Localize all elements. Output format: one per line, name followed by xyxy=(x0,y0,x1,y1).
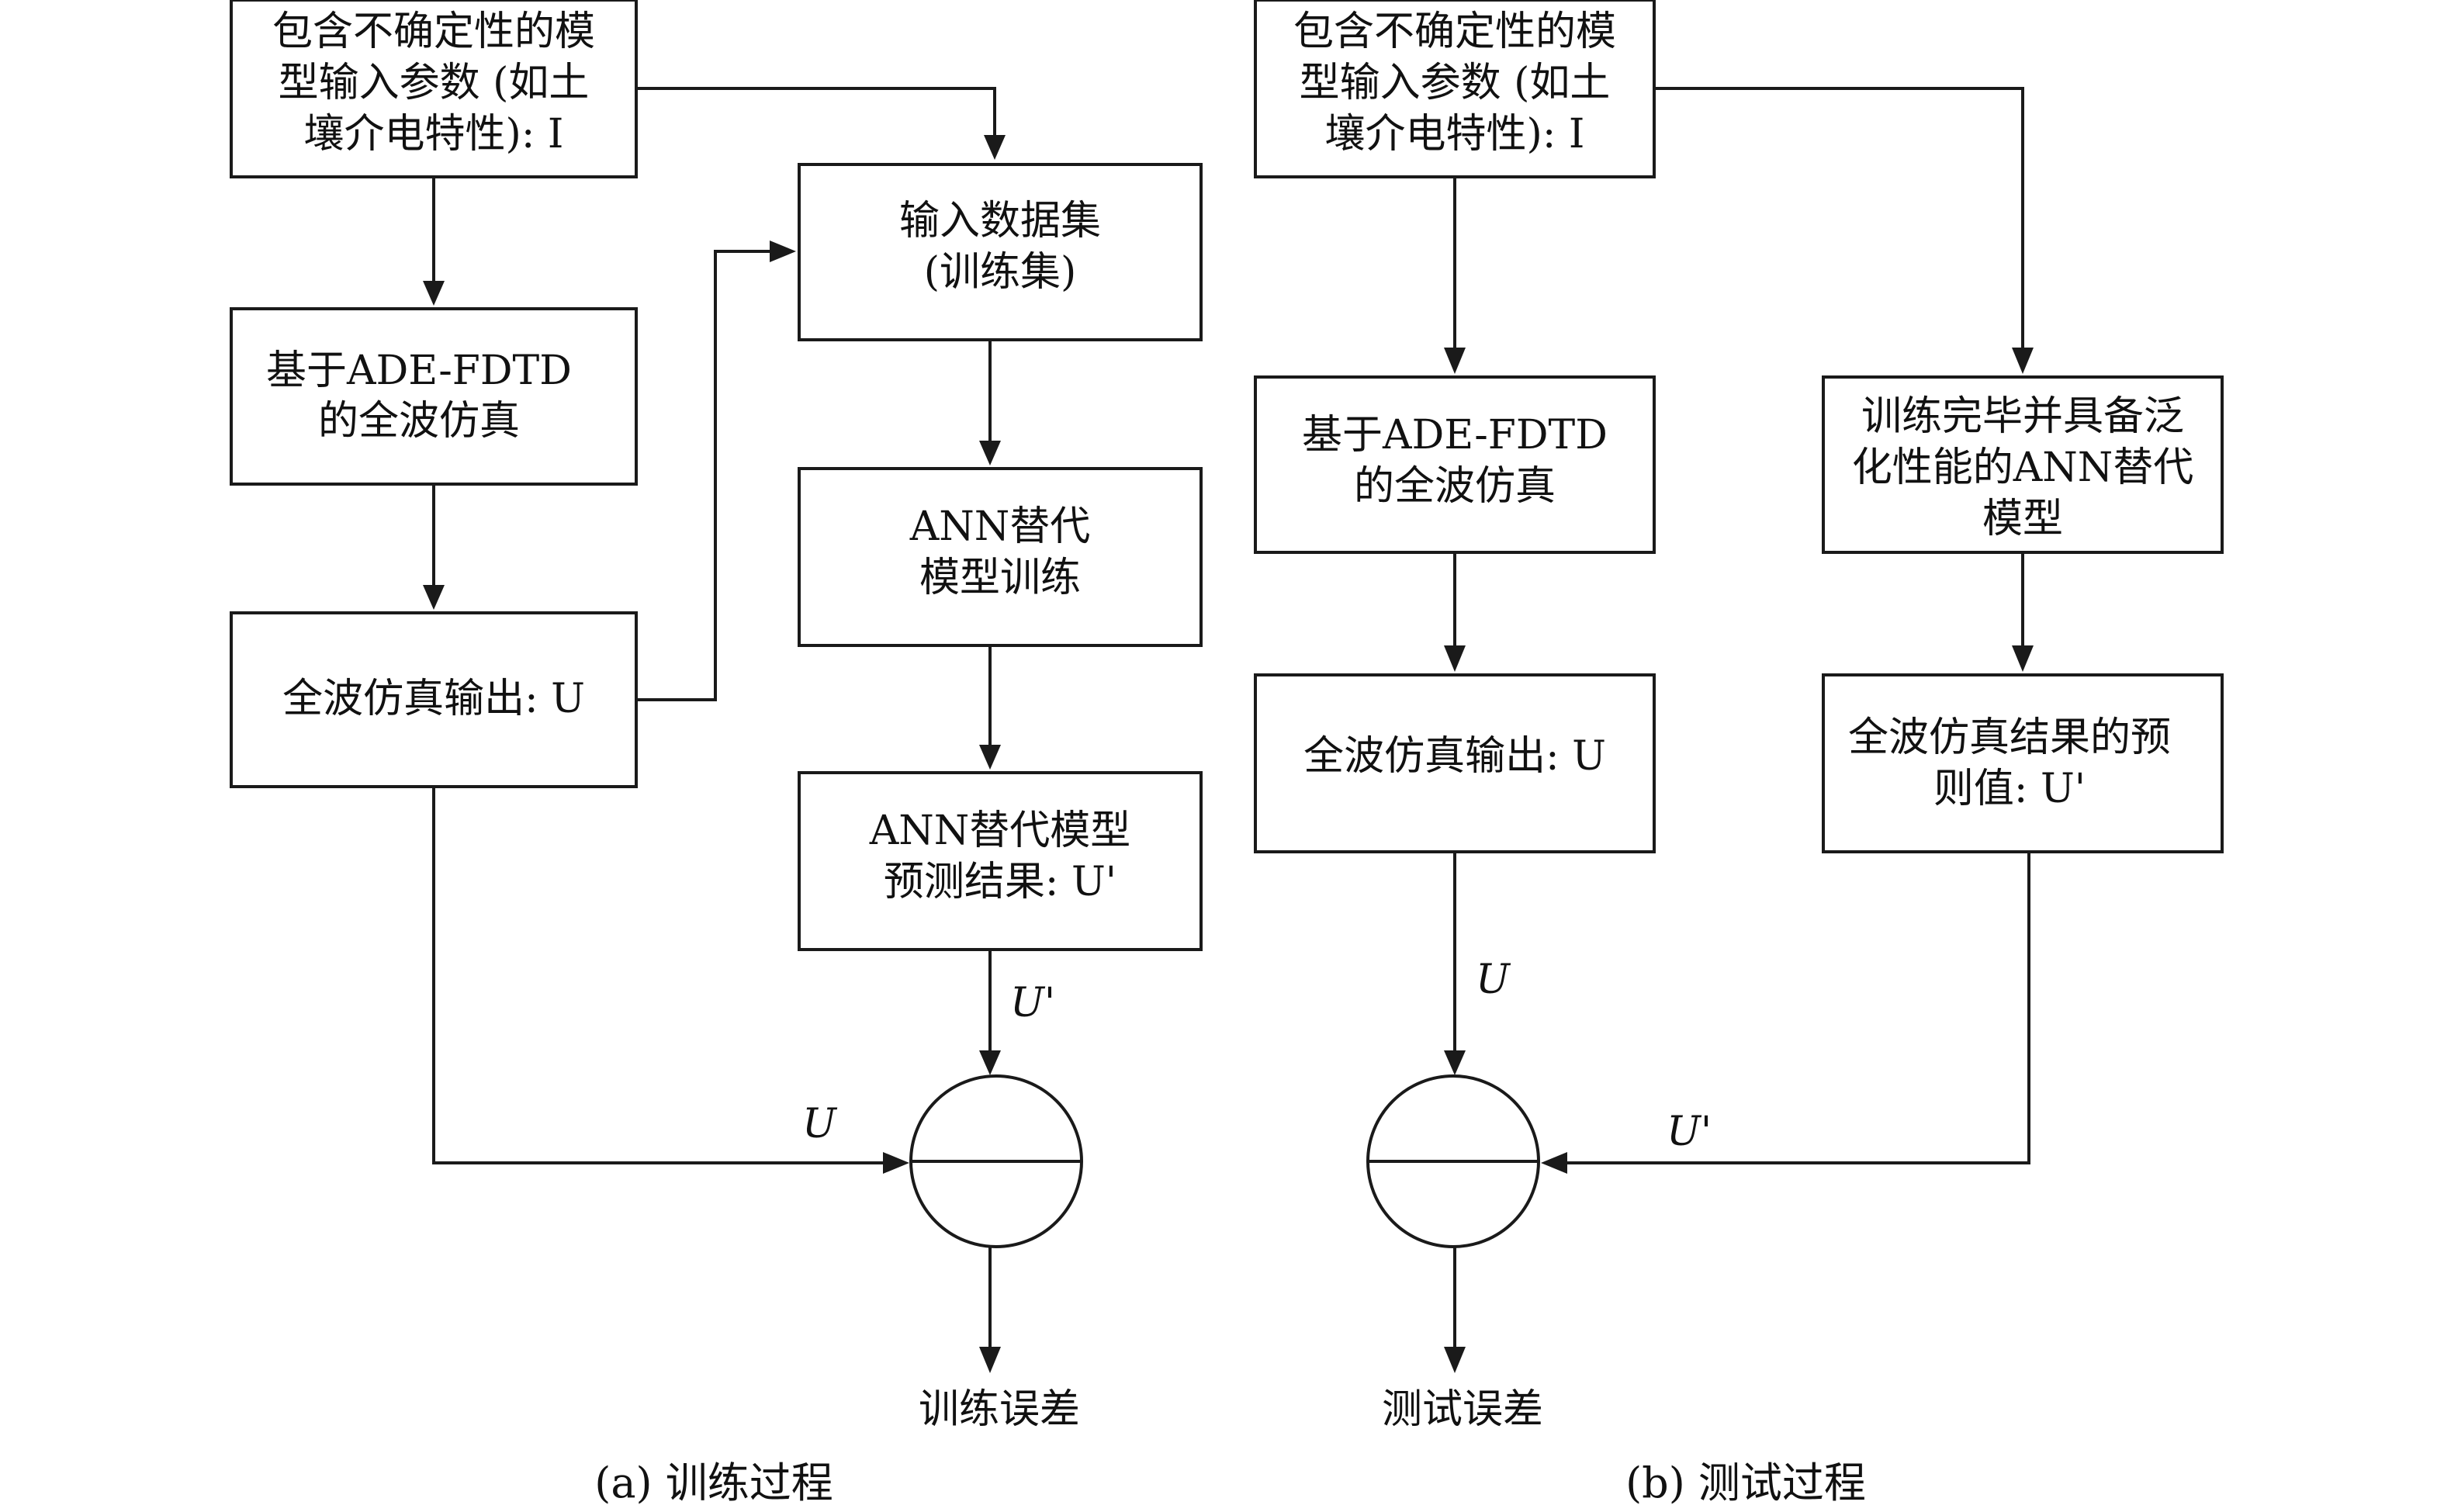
a-sim-output-line1: 全波仿真输出: U xyxy=(282,676,585,722)
a-ann-training-line2: 模型训练 xyxy=(919,555,1081,601)
b-arrow-ann-to-prediction xyxy=(2012,552,2034,672)
b-input-params-line2: 型输入参数 (如土 xyxy=(1300,60,1611,106)
b-comparator-circle xyxy=(1366,1074,1540,1248)
a-arrow-dataset-to-training xyxy=(979,340,1001,465)
a-caption: (a) 训练过程 xyxy=(594,1458,833,1507)
a-label-u: U xyxy=(802,1101,838,1147)
a-input-params-line3: 壤介电特性): I xyxy=(304,111,564,157)
b-arrow-comparator-to-result xyxy=(1444,1247,1466,1373)
a-arrow-prediction-to-comparator xyxy=(979,950,1001,1075)
panel-b-testing: 包含不确定性的模 型输入参数 (如土 壤介电特性): I 基于ADE-FDTD … xyxy=(1254,0,2224,1507)
b-sim-output-box: 全波仿真输出: U xyxy=(1254,673,1656,853)
b-label-u: U xyxy=(1476,957,1511,1003)
b-label-u-prime: U' xyxy=(1667,1109,1712,1155)
panel-a-training: 包含不确定性的模 型输入参数 (如土 壤介电特性): I 基于ADE-FDTD … xyxy=(230,0,1203,1507)
a-ann-prediction-box: ANN替代模型 预测结果: U' xyxy=(798,771,1203,951)
b-arrow-output-to-comparator xyxy=(1444,852,1466,1075)
a-arrow-training-to-prediction xyxy=(979,645,1001,770)
a-fullwave-sim-line2: 的全波仿真 xyxy=(318,398,520,445)
b-fullwave-sim-line2: 的全波仿真 xyxy=(1354,463,1556,510)
b-sim-output-line1: 全波仿真输出: U xyxy=(1303,733,1606,780)
b-ann-prediction-line2: 则值: U' xyxy=(1933,766,2086,812)
a-arrow-input-to-sim xyxy=(423,177,445,306)
a-label-u-prime: U' xyxy=(1010,980,1055,1026)
b-ann-prediction-box: 全波仿真结果的预 则值: U' xyxy=(1822,673,2224,853)
a-ann-training-box: ANN替代 模型训练 xyxy=(798,467,1203,647)
b-arrow-sim-to-output xyxy=(1444,552,1466,672)
b-input-params-line1: 包含不确定性的模 xyxy=(1293,9,1616,55)
a-input-params-line2: 型输入参数 (如土 xyxy=(279,60,590,106)
a-fullwave-sim-line1: 基于ADE-FDTD xyxy=(266,348,572,394)
b-input-params-box: 包含不确定性的模 型输入参数 (如土 壤介电特性): I xyxy=(1254,0,1656,178)
b-trained-ann-line2: 化性能的ANN替代 xyxy=(1852,445,2194,491)
b-arrow-input-to-ann xyxy=(1654,87,2034,374)
b-arrow-prediction-to-comparator xyxy=(1541,852,2030,1174)
a-arrow-comparator-to-result xyxy=(979,1247,1001,1373)
a-input-dataset-box: 输入数据集 (训练集) xyxy=(798,163,1203,341)
a-sim-output-box: 全波仿真输出: U xyxy=(230,611,638,788)
b-arrow-input-to-sim xyxy=(1444,177,1466,374)
a-comparator-circle xyxy=(909,1074,1083,1248)
a-result-training-error: 训练误差 xyxy=(919,1386,1080,1433)
a-input-dataset-line1: 输入数据集 xyxy=(899,198,1101,244)
a-input-params-line1: 包含不确定性的模 xyxy=(272,9,595,55)
a-ann-prediction-line1: ANN替代模型 xyxy=(869,808,1131,854)
b-trained-ann-line3: 模型 xyxy=(1982,496,2063,542)
b-fullwave-sim-box: 基于ADE-FDTD 的全波仿真 xyxy=(1254,375,1656,554)
b-result-testing-error: 测试误差 xyxy=(1382,1386,1543,1433)
b-input-params-line3: 壤介电特性): I xyxy=(1325,111,1585,157)
a-fullwave-sim-box: 基于ADE-FDTD 的全波仿真 xyxy=(230,307,638,486)
a-ann-prediction-line2: 预测结果: U' xyxy=(884,859,1116,905)
a-arrow-output-to-dataset xyxy=(636,240,796,701)
a-arrow-sim-to-output xyxy=(423,484,445,610)
b-fullwave-sim-line1: 基于ADE-FDTD xyxy=(1302,412,1608,458)
a-ann-training-line1: ANN替代 xyxy=(909,503,1091,550)
a-input-dataset-line2: (训练集) xyxy=(924,249,1077,296)
a-input-params-box: 包含不确定性的模 型输入参数 (如土 壤介电特性): I xyxy=(230,0,638,178)
b-ann-prediction-line1: 全波仿真结果的预 xyxy=(1848,714,2171,761)
b-trained-ann-line1: 训练完毕并具备泛 xyxy=(1861,393,2184,440)
b-caption: (b) 测试过程 xyxy=(1625,1458,1866,1507)
a-arrow-input-to-dataset xyxy=(636,87,1006,160)
a-arrow-output-to-comparator xyxy=(432,787,909,1174)
b-trained-ann-box: 训练完毕并具备泛 化性能的ANN替代 模型 xyxy=(1822,375,2224,554)
